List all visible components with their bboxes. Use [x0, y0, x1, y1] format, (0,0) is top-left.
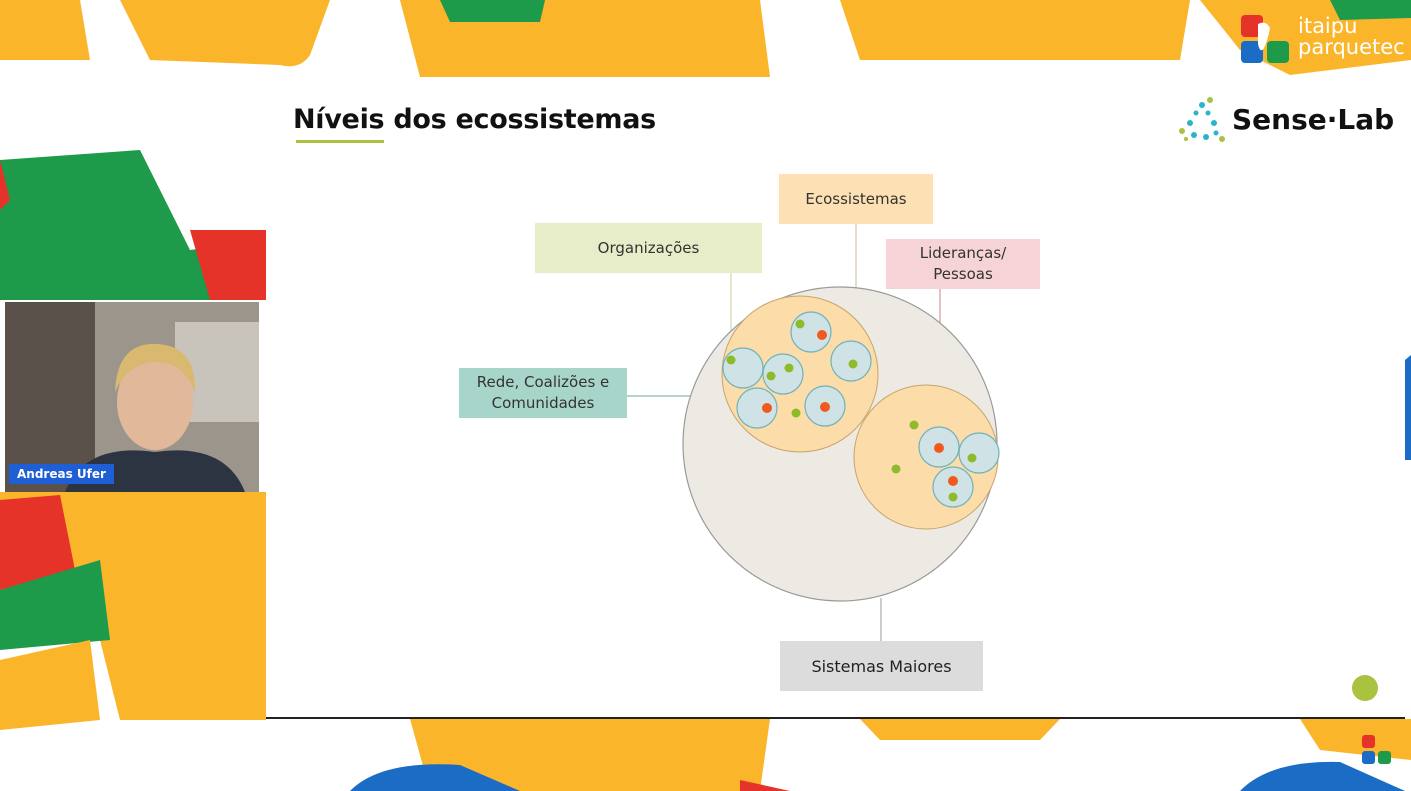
- person-dot: [909, 420, 919, 430]
- participant-name-badge: Andreas Ufer: [9, 464, 114, 484]
- label-liderancas-line2: Pessoas: [933, 265, 993, 283]
- person-dot: [791, 408, 801, 418]
- label-rede-line2: Comunidades: [491, 394, 595, 412]
- itaipu-logo-icon: [1241, 15, 1289, 63]
- person-dot: [784, 363, 794, 373]
- label-rede: Rede, Coalizões e Comunidades: [459, 368, 627, 418]
- organization-circle: [932, 466, 974, 508]
- label-liderancas: Lideranças/ Pessoas: [886, 239, 1040, 289]
- leader-dot: [817, 330, 827, 340]
- leader-dot: [820, 402, 830, 412]
- label-organizacoes: Organizações: [535, 223, 762, 273]
- organization-circle: [722, 347, 764, 389]
- itaipu-line2: parquetec: [1298, 35, 1405, 59]
- label-liderancas-line1: Lideranças/: [919, 244, 1007, 262]
- participant-video-frame: [5, 302, 259, 492]
- leader-dot: [762, 403, 772, 413]
- green-dot-decoration: [1352, 675, 1378, 701]
- person-dot: [795, 319, 805, 329]
- person-dot: [848, 359, 858, 369]
- person-dot: [948, 492, 958, 502]
- label-ecossistemas: Ecossistemas: [779, 174, 933, 224]
- label-sistemas-maiores: Sistemas Maiores: [780, 641, 983, 691]
- person-dot: [891, 464, 901, 474]
- leader-dot: [948, 476, 958, 486]
- organization-circle: [762, 353, 804, 395]
- person-dot: [726, 355, 736, 365]
- itaipu-small-logo-icon: [1362, 735, 1391, 764]
- organization-circle: [736, 387, 778, 429]
- person-dot: [967, 453, 977, 463]
- itaipu-line1: itaipu: [1298, 14, 1358, 38]
- title-underline: [296, 140, 384, 143]
- organization-circle: [958, 432, 1000, 474]
- person-dot: [766, 371, 776, 381]
- participant-video[interactable]: [5, 302, 259, 492]
- label-rede-line1: Rede, Coalizões e: [476, 373, 610, 391]
- sense-lab-logo-text: Sense·Lab: [1232, 103, 1395, 136]
- slide-title: Níveis dos ecossistemas: [293, 104, 656, 135]
- sense-lab-logo-icon: [1179, 97, 1225, 142]
- leader-dot: [934, 443, 944, 453]
